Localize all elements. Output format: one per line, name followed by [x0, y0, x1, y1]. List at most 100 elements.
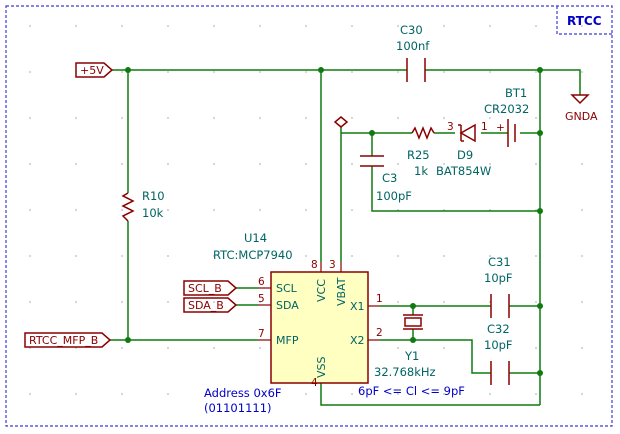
d9-ref: D9: [457, 148, 473, 162]
grid-dot: [259, 393, 261, 395]
grid-dot: [351, 393, 353, 395]
u14-pin-x1-name: X1: [350, 300, 365, 313]
ground-icon: [570, 94, 590, 105]
grid-dot: [121, 347, 123, 349]
u14-pin-mfp-num: 7: [258, 328, 265, 340]
grid-dot: [75, 163, 77, 165]
grid-dot: [75, 393, 77, 395]
crystal-y1: Y1 32.768kHz: [374, 314, 436, 379]
grid-dot: [259, 117, 261, 119]
u14-pin-vss-name: VSS: [315, 356, 328, 378]
d9-bar-tab: [458, 124, 464, 142]
u14-pin-x2-num: 2: [376, 327, 383, 339]
note-cl-range: 6pF <= Cl <= 9pF: [358, 384, 465, 398]
grid-dot: [535, 347, 537, 349]
grid-dot: [443, 255, 445, 257]
grid-dot: [351, 25, 353, 27]
label-mfp: RTCC_MFP_B: [24, 332, 112, 348]
label-sda: SDA_B: [183, 297, 238, 313]
u14-pin-sda-name: SDA: [276, 299, 299, 312]
grid-dot: [305, 255, 307, 257]
junction: [318, 67, 324, 73]
grid-dot: [167, 163, 169, 165]
label-5v-text: +5V: [80, 64, 104, 77]
grid-dot: [75, 209, 77, 211]
label-5v-shape: [75, 62, 114, 78]
grid-dot: [305, 209, 307, 211]
grid-dot: [443, 71, 445, 73]
grid-dot: [167, 71, 169, 73]
grid-dot: [167, 347, 169, 349]
grid-dot: [397, 25, 399, 27]
grid-dot: [259, 163, 261, 165]
grid-dot: [75, 301, 77, 303]
grid-dot: [213, 71, 215, 73]
grid-dot: [397, 163, 399, 165]
c3-ref: C3: [382, 171, 397, 185]
wire-c3-bottom: [371, 166, 540, 212]
junctions: [125, 67, 543, 376]
grid-dot: [305, 163, 307, 165]
grid-dot: [443, 301, 445, 303]
pwr-flag-icon: [333, 116, 349, 128]
r10-value: 10k: [142, 206, 164, 220]
label-mfp-text: RTCC_MFP_B: [29, 334, 98, 347]
diode-d9: 3 1 D9 BAT854W: [436, 121, 491, 178]
label-mfp-shape: [24, 332, 112, 348]
power-flag: [333, 116, 349, 128]
note-address: Address 0x6F: [204, 386, 282, 400]
c31-value: 10pF: [484, 271, 513, 285]
grid-dot: [259, 209, 261, 211]
capacitor-c30: C30 100nf: [396, 23, 430, 82]
grid-dot: [351, 209, 353, 211]
u14-pin-scl-num: 6: [258, 276, 265, 288]
grid-dot: [489, 163, 491, 165]
grid-dot: [29, 117, 31, 119]
grid-dot: [489, 71, 491, 73]
grid-dot: [443, 25, 445, 27]
grid-dot: [535, 255, 537, 257]
grid-dot: [259, 255, 261, 257]
grid-dot: [397, 255, 399, 257]
r10-ref: R10: [142, 189, 165, 203]
d9-value: BAT854W: [436, 164, 491, 178]
label-sda-shape: [183, 297, 238, 313]
grid-dot: [213, 209, 215, 211]
u14-pin-vcc-num: 8: [311, 259, 318, 271]
grid-dot: [167, 117, 169, 119]
u14-value: RTC:MCP7940: [213, 248, 293, 262]
grid-dot: [443, 117, 445, 119]
u14-ref: U14: [244, 231, 267, 245]
grid-dot: [489, 393, 491, 395]
y1-body: [404, 317, 422, 327]
grid-dot: [121, 255, 123, 257]
u14-pin-sda-num: 5: [258, 293, 265, 305]
grid-dot: [29, 25, 31, 27]
grid-dot: [213, 301, 215, 303]
grid-dot: [535, 25, 537, 27]
grid-dot: [581, 117, 583, 119]
d9-pin1: 1: [481, 121, 488, 133]
label-5v: +5V: [75, 62, 114, 78]
grid-dot: [535, 163, 537, 165]
grid-dot: [29, 255, 31, 257]
note-address-binary: (01101111): [204, 401, 272, 415]
wire-c30-right: [425, 69, 581, 95]
capacitor-c32: C32 10pF: [484, 322, 513, 385]
grid-dot: [213, 25, 215, 27]
grid-dot: [305, 25, 307, 27]
c30-ref: C30: [400, 23, 423, 37]
grid-dot: [305, 71, 307, 73]
label-scl-shape: [183, 280, 238, 296]
grid-dot: [581, 347, 583, 349]
wire-x2: [380, 339, 491, 374]
grid-dot: [581, 209, 583, 211]
grid-dot: [167, 209, 169, 211]
grid-dot: [397, 393, 399, 395]
junction: [537, 370, 543, 376]
grid-dot: [75, 25, 77, 27]
c3-value: 100pF: [376, 189, 412, 203]
grid-dot: [259, 71, 261, 73]
u14-pin-scl-name: SCL: [276, 282, 298, 295]
grid-dot: [305, 117, 307, 119]
